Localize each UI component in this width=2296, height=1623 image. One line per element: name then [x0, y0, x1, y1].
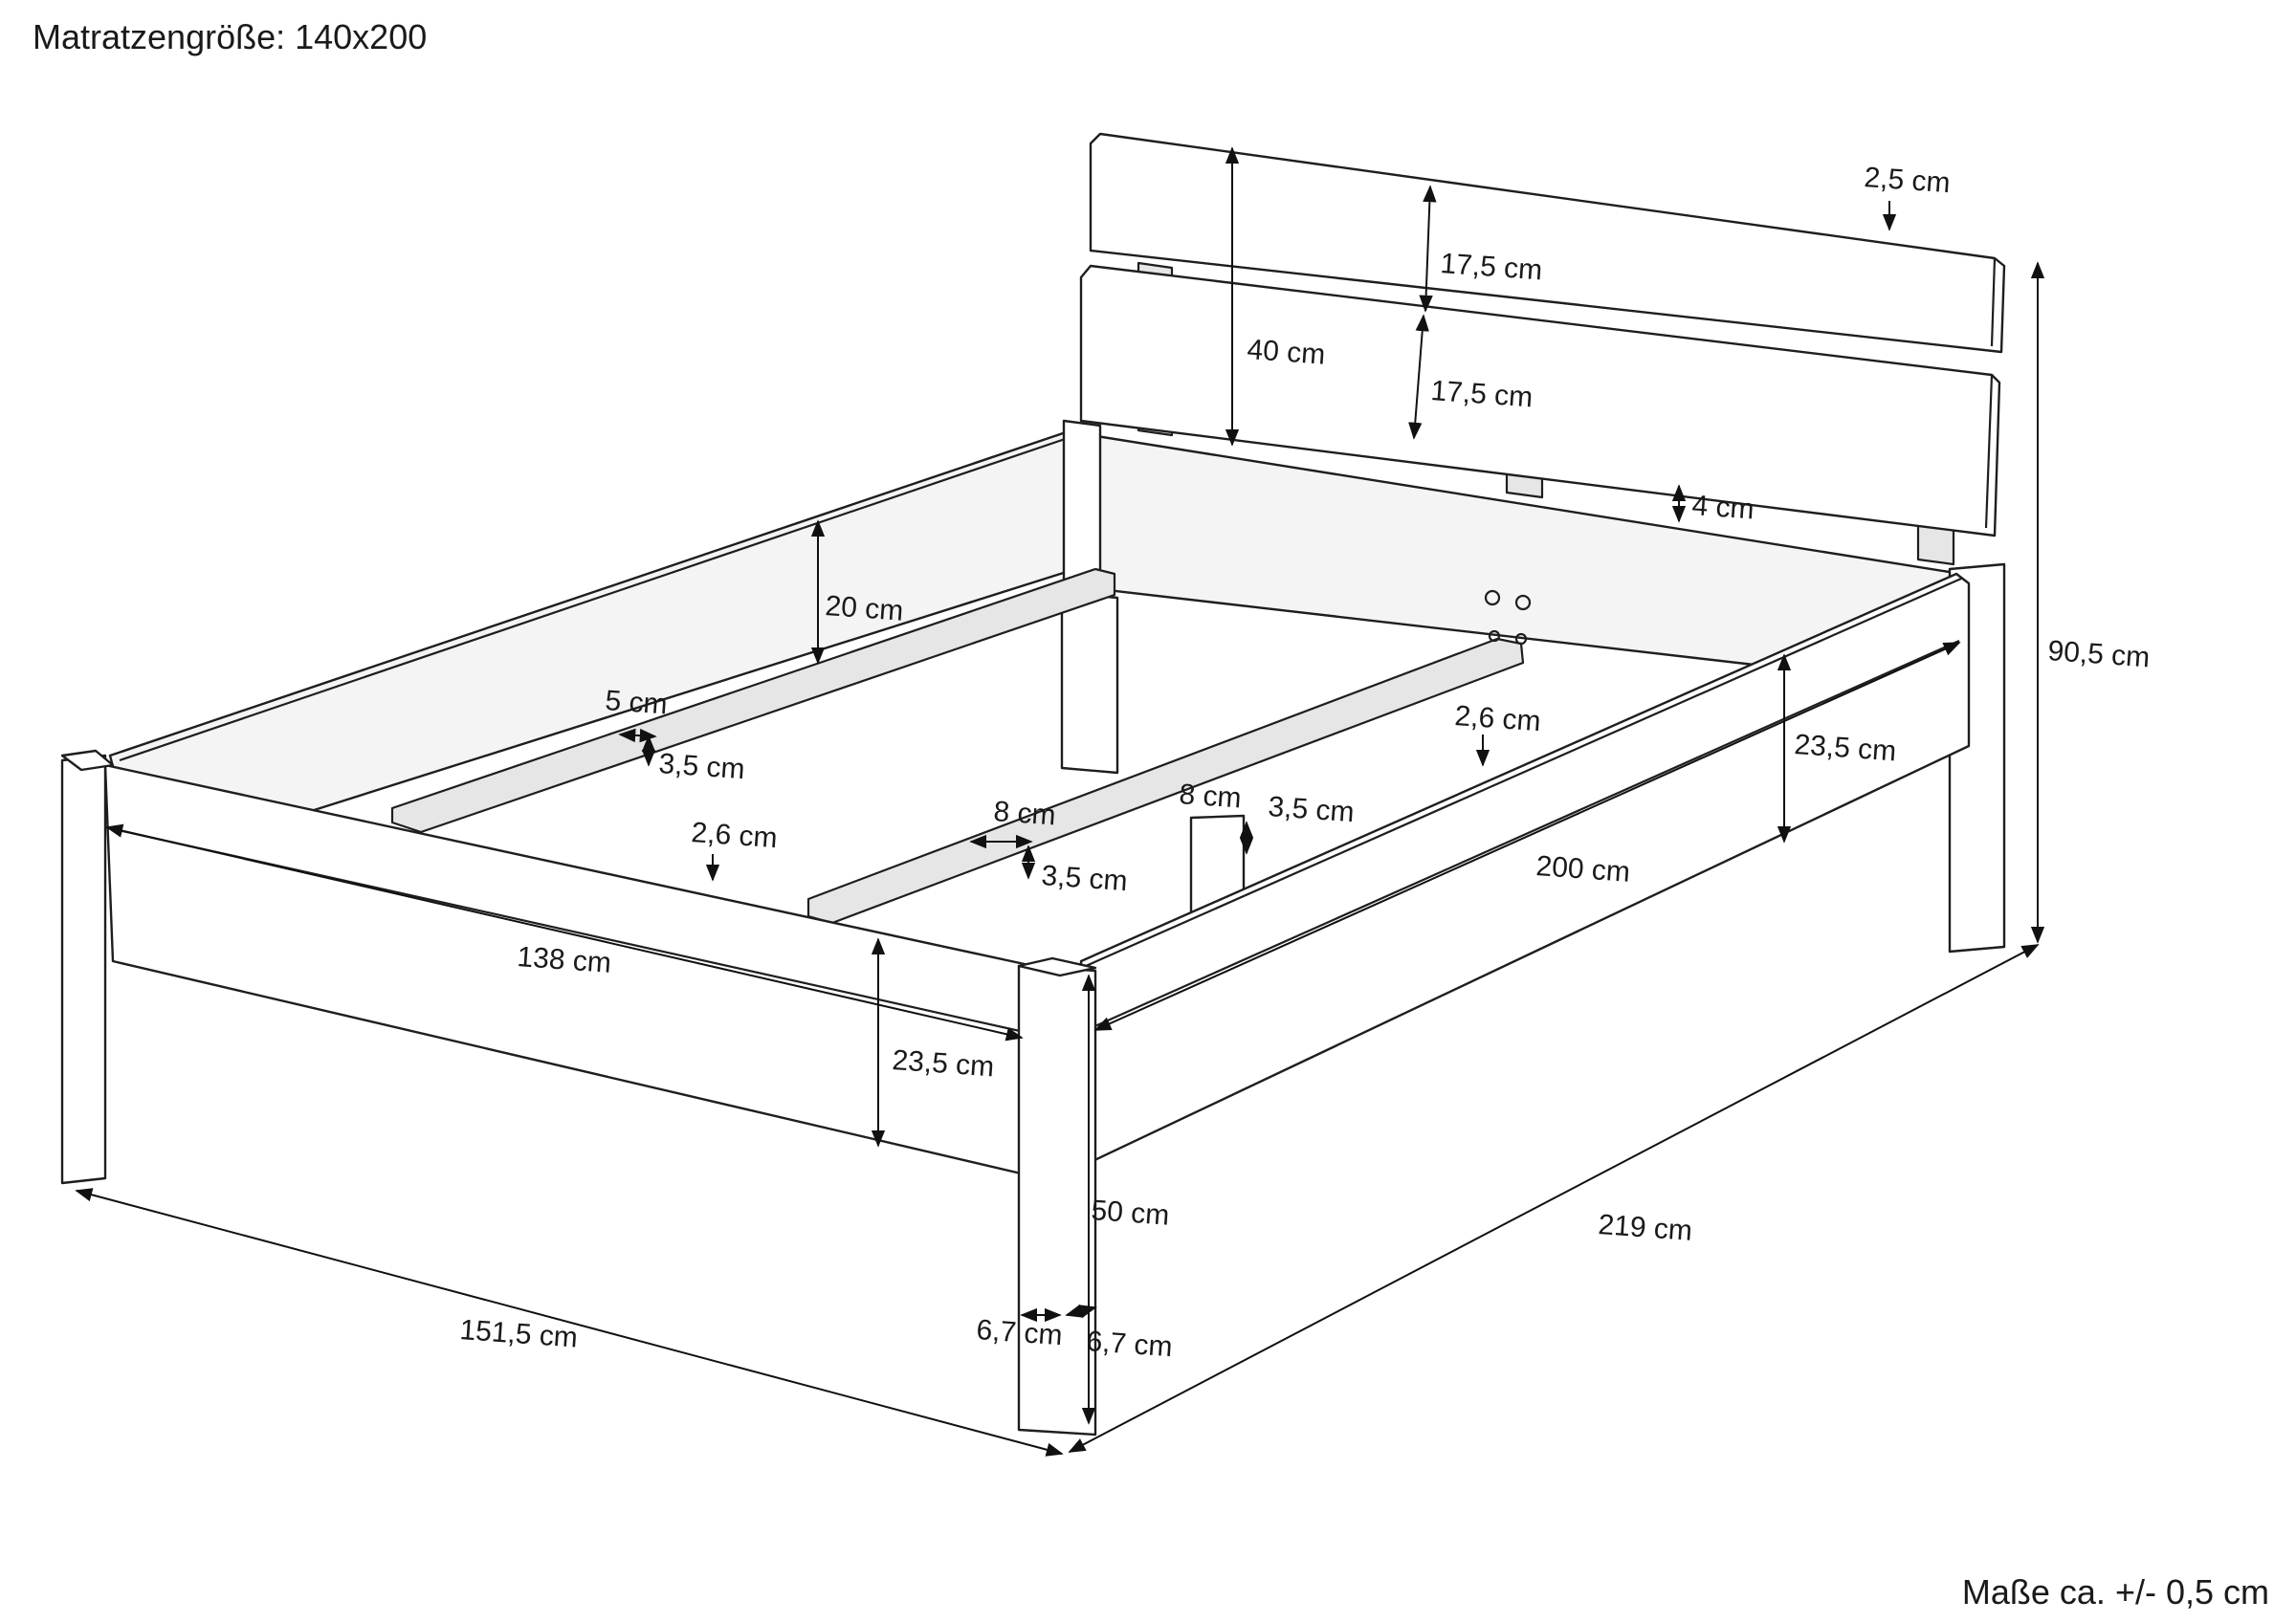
tolerance-note: Maße ca. +/- 0,5 cm: [1961, 1572, 2269, 1612]
label-side-panel-height: 20 cm: [825, 590, 905, 627]
foot-post-left: [60, 754, 107, 1185]
dimension-lines: [75, 146, 2045, 1457]
headboard: [1079, 132, 2006, 566]
label-center-leg-width: 8 cm: [1179, 779, 1243, 814]
label-center-beam-height: 3,5 cm: [1041, 860, 1129, 897]
label-board-thickness: 2,5 cm: [1864, 162, 1952, 199]
label-headboard-gap: 4 cm: [1691, 490, 1755, 525]
label-outer-length: 219 cm: [1598, 1209, 1693, 1247]
back-leg-left: [1060, 591, 1119, 775]
ledge-left: [390, 567, 1116, 834]
label-board-bottom-height: 17,5 cm: [1430, 375, 1534, 413]
label-ledge-width: 5 cm: [605, 685, 669, 720]
label-slat-support-thickness: 2,6 cm: [1454, 700, 1542, 737]
label-ledge-height: 3,5 cm: [658, 748, 746, 785]
label-board-top-height: 17,5 cm: [1440, 248, 1544, 286]
label-leg-width-b: 6,7 cm: [1086, 1326, 1174, 1363]
mattress-size-label: Matratzengröße: 140x200: [33, 17, 428, 56]
label-leg-height: 50 cm: [1091, 1195, 1171, 1232]
label-center-beam-width: 8 cm: [993, 796, 1057, 831]
label-center-beam-thickness: 2,6 cm: [691, 817, 779, 854]
label-total-height: 90,5 cm: [2047, 635, 2152, 673]
label-inner-length: 200 cm: [1535, 850, 1631, 888]
label-leg-width-a: 6,7 cm: [976, 1314, 1064, 1351]
foot-post-right: [1017, 964, 1097, 1437]
label-center-leg-height: 3,5 cm: [1268, 791, 1356, 828]
label-footboard-height: 23,5 cm: [892, 1044, 996, 1083]
label-footboard-inner-width: 138 cm: [517, 941, 612, 979]
label-headboard-total-height: 40 cm: [1247, 334, 1327, 371]
label-side-rail-height: 23,5 cm: [1794, 729, 1898, 767]
foot-post-left-top: [60, 749, 115, 772]
